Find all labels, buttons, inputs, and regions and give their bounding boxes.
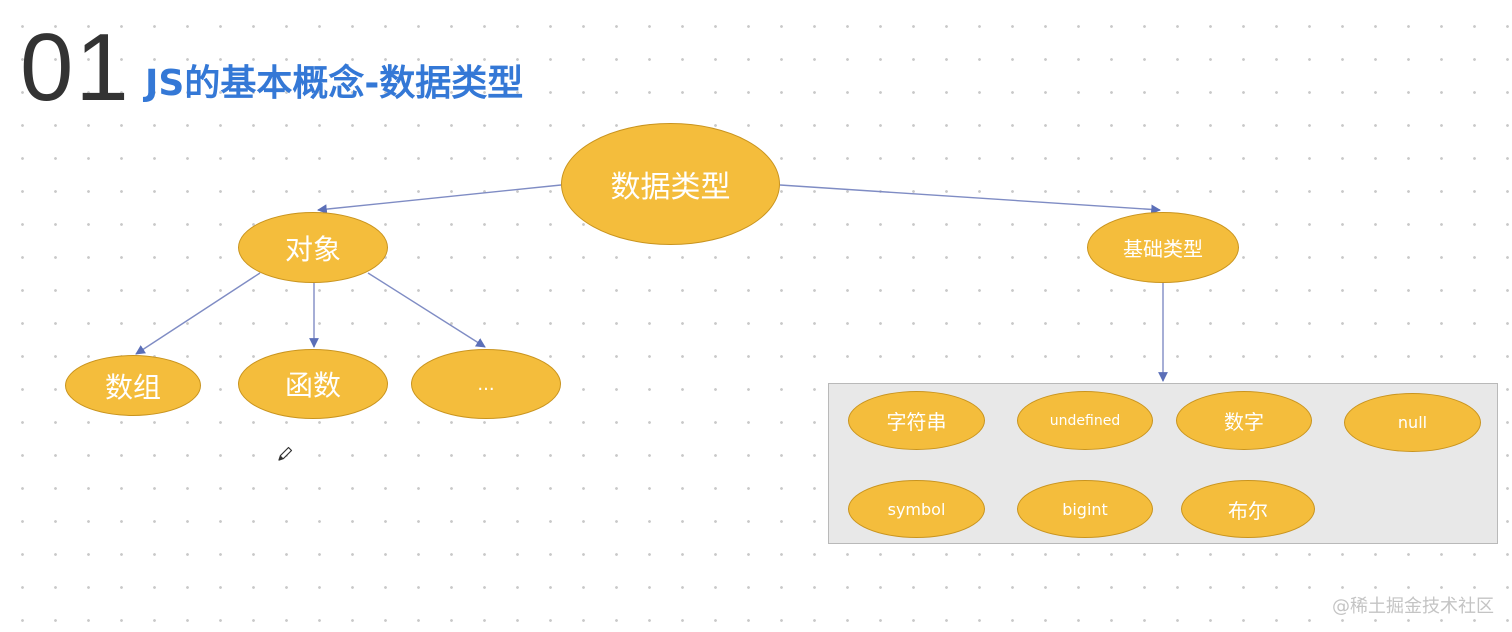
node-object: 对象 — [238, 212, 388, 283]
node-label: 布尔 — [1228, 498, 1268, 523]
node-data-types: 数据类型 — [561, 123, 780, 245]
node-primitive-types: 基础类型 — [1087, 212, 1239, 283]
connector-object-to-array — [135, 272, 261, 355]
node-array: 数组 — [65, 355, 201, 416]
node-label: undefined — [1049, 412, 1121, 429]
connector-root-to-object — [317, 184, 562, 214]
node-label: null — [1397, 413, 1428, 432]
node-ellipsis: ... — [411, 349, 561, 419]
node-function: 函数 — [238, 349, 388, 419]
connector-root-to-basic — [779, 184, 1161, 215]
node-label: 数据类型 — [610, 170, 731, 205]
node-number: 数字 — [1176, 391, 1312, 450]
slide-title: JS的基本概念-数据类型 — [145, 63, 524, 104]
node-label: bigint — [1062, 499, 1108, 519]
node-label: 数字 — [1224, 410, 1264, 434]
node-null: null — [1344, 393, 1481, 452]
node-boolean: 布尔 — [1181, 480, 1315, 538]
pencil-cursor-icon — [278, 446, 293, 461]
node-label: symbol — [887, 499, 946, 519]
node-label: 函数 — [284, 369, 341, 402]
connector-object-to-more — [367, 272, 486, 348]
node-label: 对象 — [284, 232, 341, 266]
slide-number: 01 — [20, 14, 131, 121]
node-bigint: bigint — [1017, 480, 1153, 538]
node-string: 字符串 — [848, 391, 985, 450]
node-label: 字符串 — [886, 410, 947, 434]
node-label: 基础类型 — [1123, 237, 1203, 261]
node-label: ... — [477, 373, 495, 395]
node-symbol: symbol — [848, 480, 985, 538]
watermark: @稀土掘金技术社区 — [1332, 596, 1494, 617]
node-undefined: undefined — [1017, 391, 1153, 450]
node-label: 数组 — [104, 370, 161, 404]
